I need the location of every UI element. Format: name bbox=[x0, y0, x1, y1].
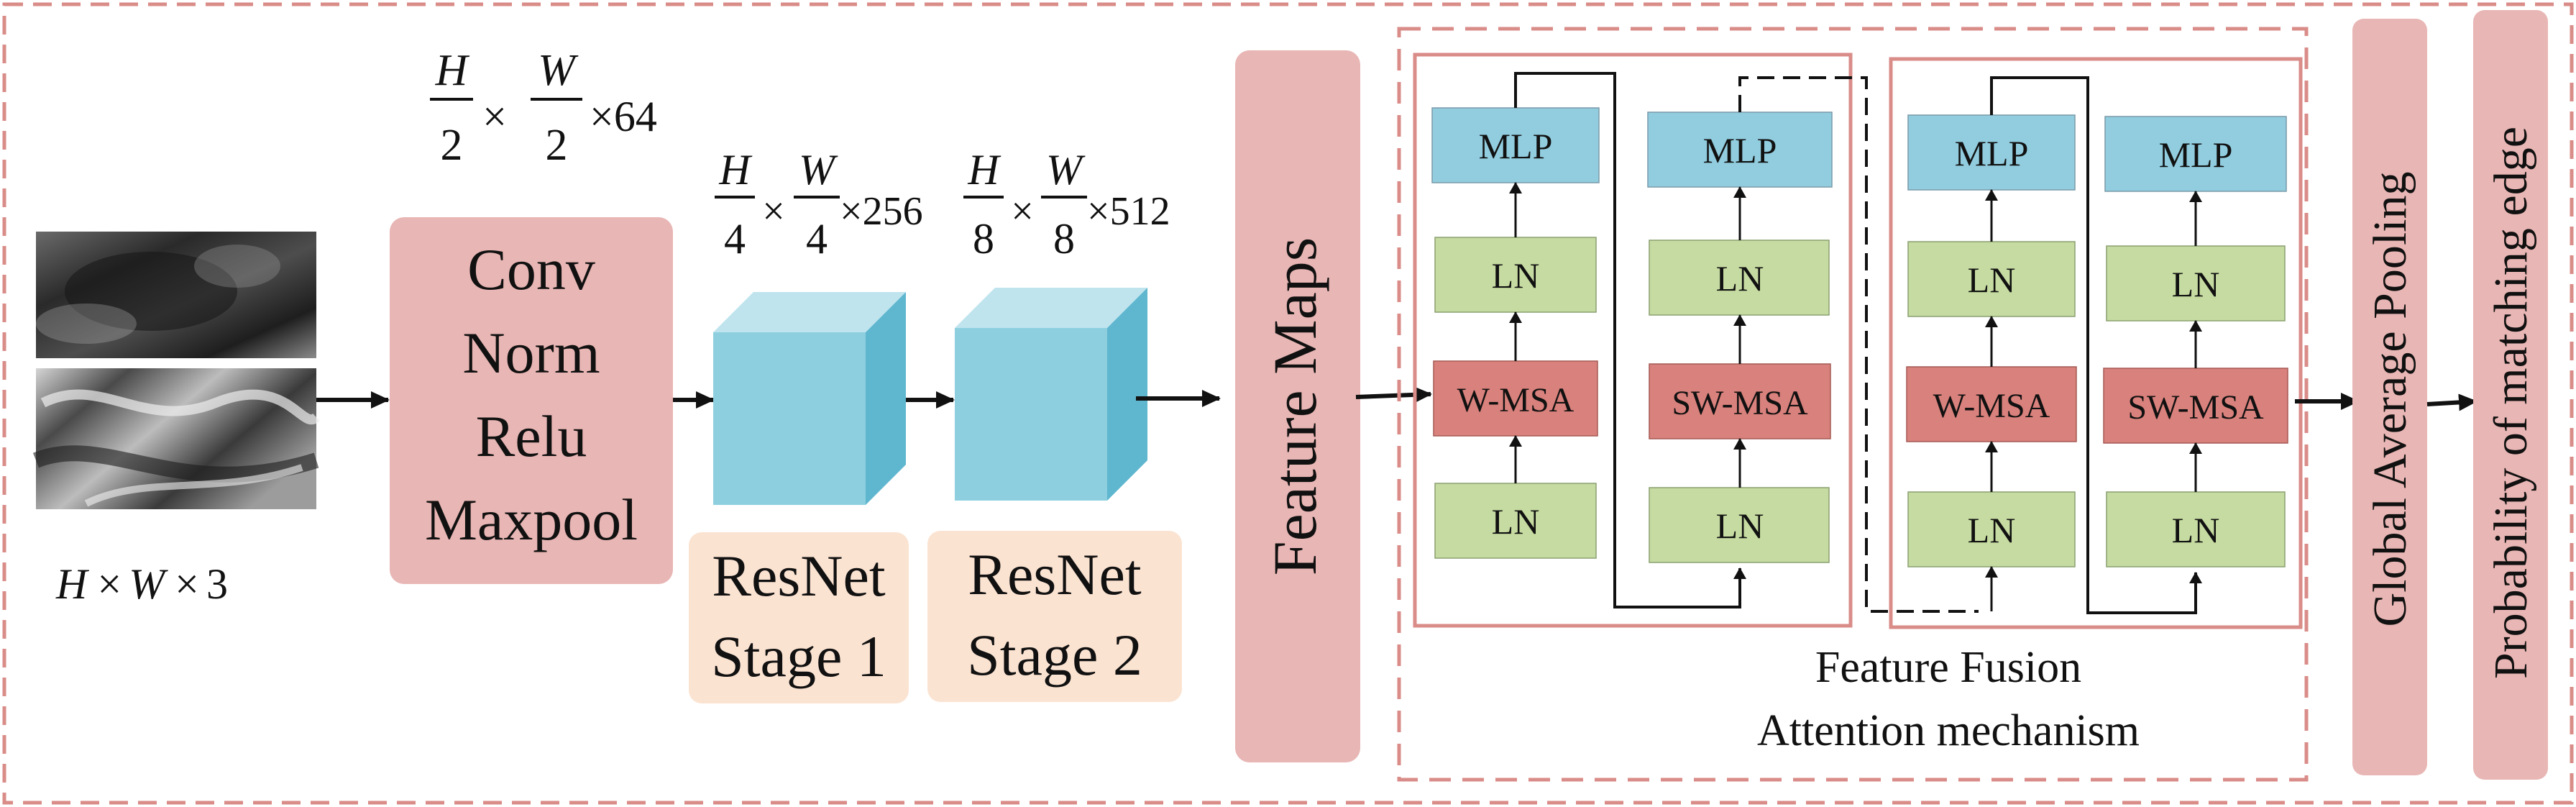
svg-text:MLP: MLP bbox=[1703, 130, 1777, 170]
ln-box-4a bbox=[2106, 491, 2286, 567]
svg-text:MLP: MLP bbox=[1955, 133, 2029, 173]
maxpool-label: Maxpool bbox=[425, 487, 638, 552]
svg-text:4: 4 bbox=[724, 215, 746, 263]
arrow-featuremaps-transformer bbox=[1355, 386, 1432, 404]
output-label: Probability of matching edge bbox=[2485, 127, 2537, 679]
svg-text:2: 2 bbox=[441, 121, 463, 170]
ln-box-4b bbox=[2106, 245, 2286, 322]
svg-text:×64: ×64 bbox=[590, 93, 657, 140]
svg-text:W: W bbox=[538, 46, 579, 95]
stage2-label-line1: ResNet bbox=[968, 542, 1142, 607]
svg-text:MLP: MLP bbox=[2159, 134, 2233, 175]
svg-text:W: W bbox=[1046, 146, 1086, 193]
stage1-dims: H 4 × W 4 ×256 bbox=[715, 146, 923, 263]
output-box bbox=[2473, 10, 2548, 780]
svg-text:×: × bbox=[762, 189, 785, 234]
svg-text:×256: ×256 bbox=[840, 189, 923, 234]
svg-text:H: H bbox=[435, 46, 470, 95]
ln-box-1b bbox=[1434, 237, 1597, 313]
input-dims: H×W×3 bbox=[55, 560, 228, 608]
svg-text:SW-MSA: SW-MSA bbox=[1672, 384, 1808, 422]
svg-text:W: W bbox=[799, 146, 838, 193]
gap-box bbox=[2352, 19, 2427, 775]
gap-label: Global Average Pooling bbox=[2364, 172, 2416, 627]
stage2-dims: H 8 × W 8 ×512 bbox=[963, 146, 1170, 263]
svg-text:4: 4 bbox=[806, 215, 828, 263]
wmsa-box-1 bbox=[1433, 360, 1598, 437]
connector-block1-block2 bbox=[1514, 72, 1746, 608]
conv-label: Conv bbox=[467, 237, 595, 302]
mlp-box-2 bbox=[1647, 111, 1833, 188]
stage1-label-box bbox=[689, 532, 909, 703]
transformer-caption-line2: Attention mechanism bbox=[1757, 706, 2140, 755]
swin-column-2: MLP LN SW-MSA LN bbox=[1647, 111, 1833, 563]
mlp-box-4 bbox=[2104, 116, 2287, 192]
svg-text:2: 2 bbox=[546, 121, 568, 170]
connector-pair-left-right bbox=[1738, 76, 1979, 613]
swin-column-4: MLP LN SW-MSA LN bbox=[2103, 116, 2288, 567]
svg-text:LN: LN bbox=[1492, 501, 1540, 542]
svg-text:W-MSA: W-MSA bbox=[1457, 381, 1575, 419]
mlp-box-3 bbox=[1907, 114, 2076, 191]
ln-box-2a bbox=[1649, 487, 1830, 563]
svg-text:H: H bbox=[967, 146, 1001, 193]
ln-box-1a bbox=[1434, 483, 1597, 559]
wmsa-box-3 bbox=[1906, 366, 2077, 442]
conv-block bbox=[390, 217, 673, 584]
transformer-caption-line1: Feature Fusion bbox=[1815, 643, 2081, 692]
conv-dims: H 2 × W 2 ×64 bbox=[430, 46, 657, 170]
svg-text:LN: LN bbox=[1968, 260, 2016, 300]
stage1-cube bbox=[713, 292, 906, 505]
transformer-block-right bbox=[1889, 57, 2303, 629]
swin-column-1: MLP LN W-MSA LN bbox=[1431, 107, 1600, 559]
svg-text:LN: LN bbox=[1968, 510, 2016, 550]
svg-text:LN: LN bbox=[1716, 506, 1764, 546]
svg-text:×: × bbox=[1011, 189, 1034, 234]
feature-maps-label: Feature Maps bbox=[1260, 237, 1329, 575]
ln-box-3b bbox=[1907, 241, 2076, 317]
svg-text:SW-MSA: SW-MSA bbox=[2127, 388, 2264, 427]
norm-label: Norm bbox=[462, 320, 600, 386]
ln-box-2b bbox=[1649, 240, 1830, 316]
svg-text:LN: LN bbox=[1492, 255, 1540, 296]
svg-text:W-MSA: W-MSA bbox=[1933, 387, 2050, 425]
swmsa-box-4 bbox=[2103, 368, 2288, 444]
svg-text:×: × bbox=[482, 93, 507, 140]
stage2-cube bbox=[955, 288, 1147, 501]
relu-label: Relu bbox=[476, 404, 587, 469]
feature-maps-box bbox=[1235, 50, 1360, 762]
svg-text:LN: LN bbox=[2172, 510, 2220, 550]
swmsa-box-2 bbox=[1649, 363, 1831, 439]
arrow-gap-output bbox=[2426, 393, 2478, 411]
svg-text:×512: ×512 bbox=[1087, 189, 1170, 234]
svg-text:LN: LN bbox=[1716, 258, 1764, 298]
svg-text:MLP: MLP bbox=[1479, 126, 1553, 166]
stage2-label-box bbox=[927, 531, 1182, 702]
stage1-label-line1: ResNet bbox=[712, 543, 886, 608]
svg-text:LN: LN bbox=[2172, 264, 2220, 304]
ln-box-3a bbox=[1907, 491, 2076, 567]
svg-text:H: H bbox=[718, 146, 753, 193]
connector-block3-block4 bbox=[1990, 76, 2202, 614]
stage2-label-line2: Stage 2 bbox=[967, 622, 1142, 688]
input-images bbox=[32, 232, 320, 509]
stage1-label-line2: Stage 1 bbox=[711, 624, 886, 689]
svg-text:8: 8 bbox=[973, 215, 994, 263]
swin-column-3: MLP LN W-MSA LN bbox=[1906, 114, 2077, 611]
transformer-block-left bbox=[1413, 53, 1853, 628]
svg-text:8: 8 bbox=[1053, 215, 1075, 263]
